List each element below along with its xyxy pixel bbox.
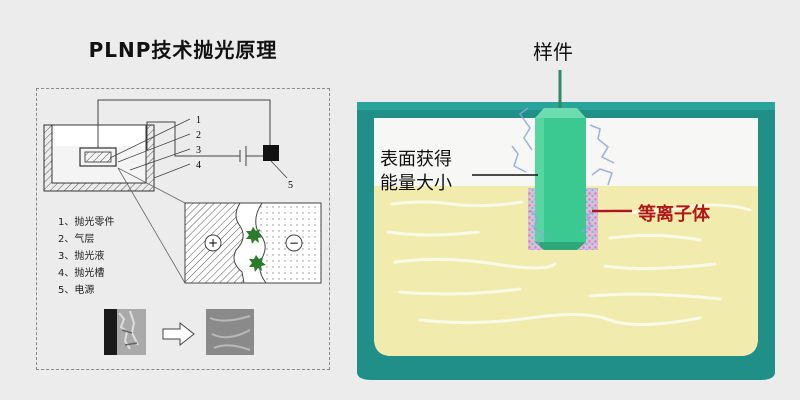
arc-discharge — [511, 107, 615, 245]
sample-label: 样件 — [533, 40, 573, 64]
zoom-lines — [117, 167, 186, 284]
after-micrograph — [206, 309, 254, 355]
polishing-liquid — [374, 186, 758, 356]
surface-label-line1: 表面获得 — [380, 149, 452, 170]
callout-3: 3 — [196, 145, 201, 156]
plasma-spark-icon — [249, 255, 266, 272]
anode-symbol: + — [208, 236, 218, 250]
legend-item: 2、气层 — [58, 234, 95, 245]
legend: 1、抛光零件 2、气层 3、抛光液 4、抛光槽 5、电源 — [58, 214, 114, 299]
legend-item: 3、抛光液 — [58, 251, 105, 262]
schematic-frame — [36, 88, 330, 370]
surface-label-line2: 能量大小 — [380, 173, 452, 194]
sample-bar — [535, 70, 586, 250]
zoom-detail: + − — [184, 202, 322, 284]
plasma-spark-icon — [246, 227, 263, 244]
page-title: PLNP技术抛光原理 — [88, 38, 278, 62]
wiring — [97, 99, 271, 166]
polishing-part — [84, 151, 112, 163]
callout-2: 2 — [196, 130, 201, 141]
liquid-ripples — [386, 200, 752, 326]
arrow-right-icon — [162, 321, 195, 347]
before-micrograph — [104, 309, 146, 355]
power-supply — [263, 145, 279, 161]
callout-1: 1 — [196, 115, 201, 126]
tank-rim — [357, 102, 775, 110]
callout-4: 4 — [196, 160, 201, 171]
callout-5: 5 — [288, 180, 293, 191]
plasma-label: 等离子体 — [638, 204, 710, 225]
legend-item: 1、抛光零件 — [58, 217, 115, 228]
callout-leaders — [109, 118, 288, 179]
legend-item: 5、电源 — [58, 285, 95, 296]
legend-item: 4、抛光槽 — [58, 268, 105, 279]
surface-energy-label: 表面获得 能量大小 — [380, 148, 452, 196]
cathode-symbol: − — [289, 236, 299, 250]
